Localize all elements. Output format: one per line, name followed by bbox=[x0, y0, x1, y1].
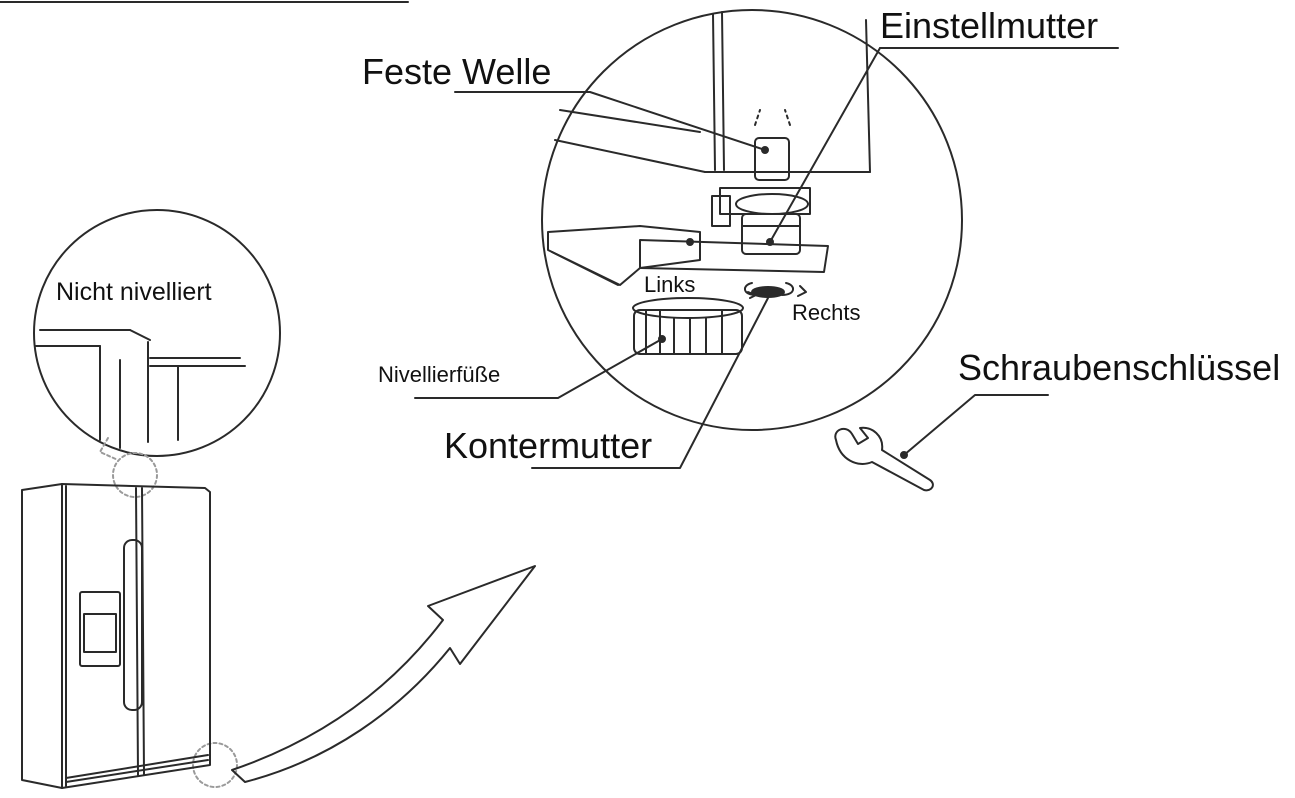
detail-magnifier-circle bbox=[541, 9, 963, 431]
label-einstellmutter: Einstellmutter bbox=[880, 5, 1099, 46]
zoom-arrow bbox=[231, 565, 536, 783]
leader-lines-detail bbox=[414, 47, 1119, 469]
adjusting-nut-part bbox=[711, 187, 811, 255]
fixed-shaft-part bbox=[754, 109, 791, 181]
label-nivellierfuesse: Nivellierfüße bbox=[378, 362, 501, 387]
leveling-foot-part bbox=[632, 297, 744, 355]
label-feste-welle: Feste Welle bbox=[362, 51, 552, 92]
lock-nut-part bbox=[744, 282, 807, 299]
label-schraubenschluessel: Schraubenschlüssel bbox=[958, 347, 1281, 388]
mounting-bracket-part bbox=[547, 225, 829, 286]
cabinet-corner-detail bbox=[554, 11, 871, 173]
label-kontermutter: Kontermutter bbox=[444, 425, 653, 466]
connector-small-circle bbox=[99, 437, 238, 788]
wrench-drawing bbox=[834, 394, 1049, 492]
label-nicht-nivelliert: Nicht nivelliert bbox=[56, 278, 212, 306]
refrigerator-drawing bbox=[21, 483, 211, 789]
label-rechts: Rechts bbox=[792, 300, 861, 325]
label-links: Links bbox=[644, 272, 696, 297]
not-leveled-magnifier-circle bbox=[33, 209, 281, 457]
